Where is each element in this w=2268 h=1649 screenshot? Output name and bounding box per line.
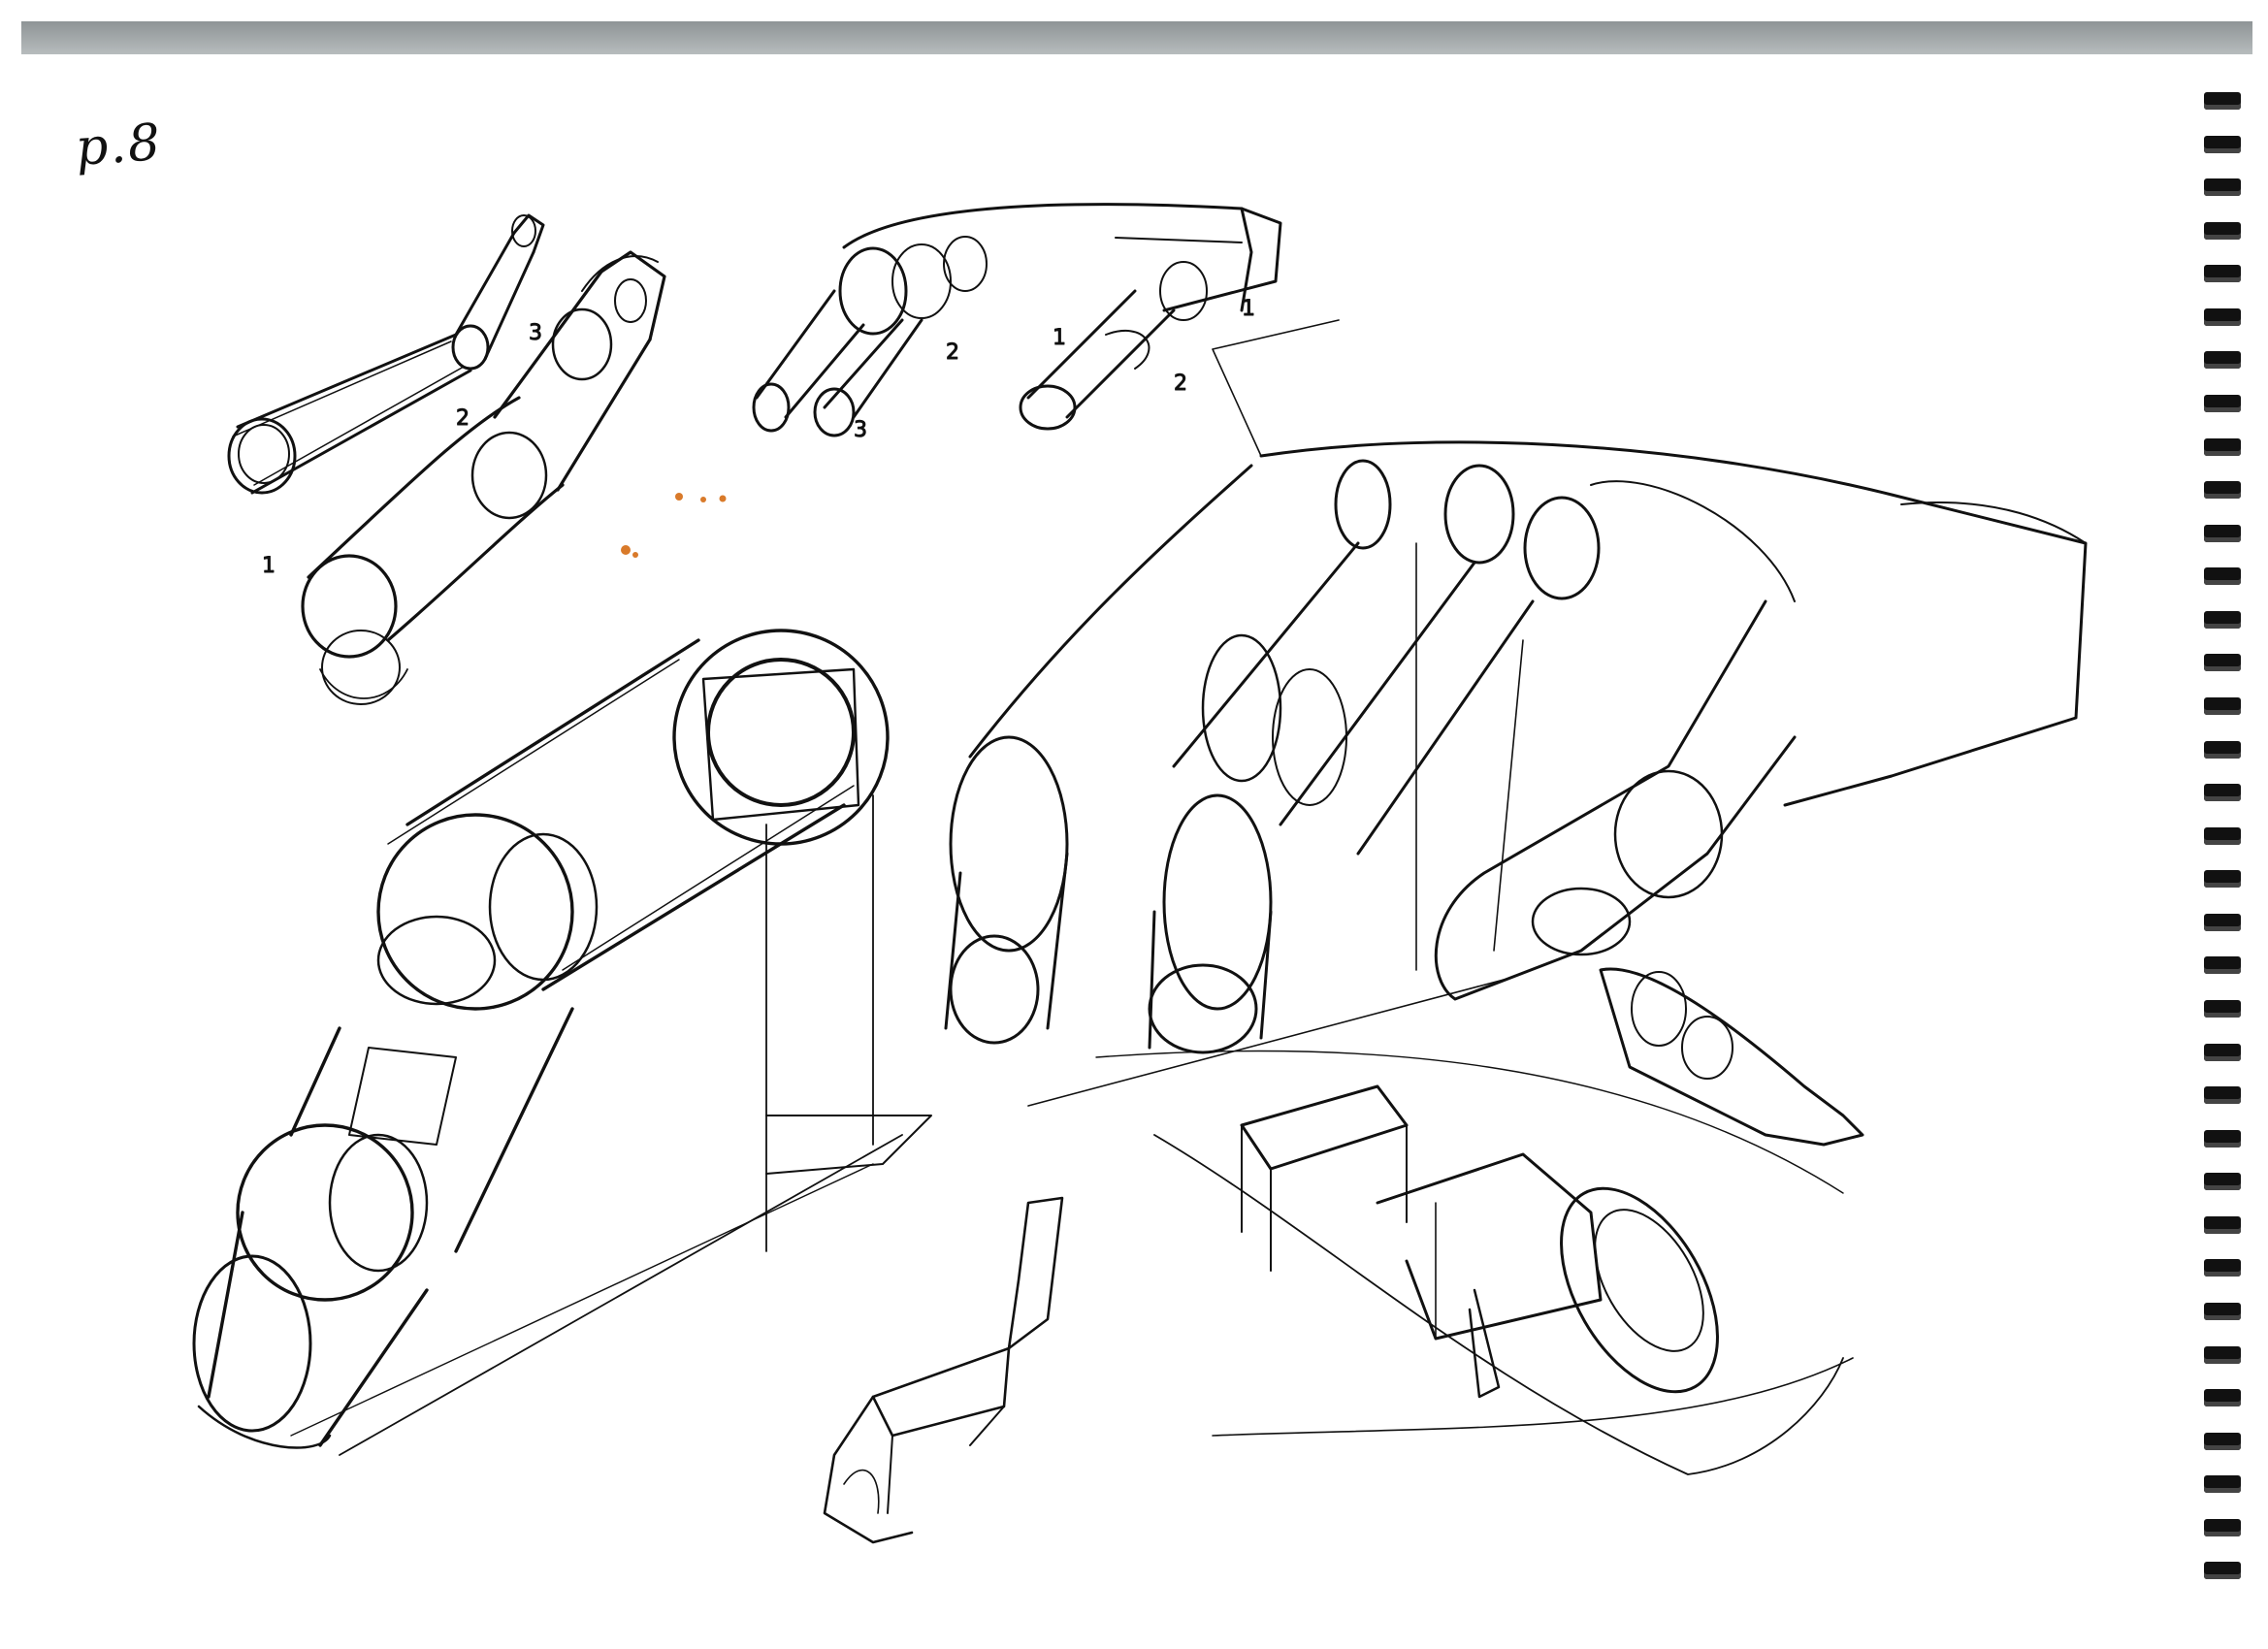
spiral-coil	[2204, 567, 2241, 586]
hand-top-label-3: 3	[854, 418, 867, 442]
spiral-coil	[2204, 654, 2241, 672]
spiral-coil	[2204, 178, 2241, 197]
hand-top-label-2a: 2	[946, 340, 959, 365]
spiral-coil	[2204, 740, 2241, 759]
spiral-coil	[2204, 92, 2241, 110]
sketch-finger-small	[227, 213, 545, 495]
spiral-coil	[2204, 826, 2241, 845]
spiral-coil	[2204, 870, 2241, 889]
spiral-coil	[2204, 395, 2241, 412]
spiral-coil	[2204, 610, 2241, 629]
spiral-coil	[2204, 956, 2241, 975]
spiral-coil	[2204, 1173, 2241, 1191]
spiral-coil	[2204, 697, 2241, 715]
spiral-coil	[2204, 351, 2241, 370]
spiral-coil	[2204, 265, 2241, 283]
spiral-coil	[2204, 135, 2241, 153]
spiral-coil	[2204, 913, 2241, 931]
spiral-coil	[2204, 1562, 2241, 1580]
finger-label-2: 2	[456, 406, 470, 431]
spiral-coil	[2204, 1043, 2241, 1061]
spiral-coil	[2204, 1215, 2241, 1234]
hand-top-label-1a: 1	[1053, 326, 1066, 350]
sketch-finger-large	[192, 629, 932, 1456]
spiral-coil	[2204, 1432, 2241, 1450]
spiral-coil	[2204, 1345, 2241, 1364]
ink-stains	[621, 493, 727, 558]
spiral-coil	[2204, 784, 2241, 802]
spiral-coil	[2204, 1475, 2241, 1494]
sketch-finger-numbered	[301, 250, 666, 705]
spiral-coil	[2204, 1000, 2241, 1018]
spiral-coil	[2204, 1303, 2241, 1320]
sketch-hand-bottom	[1095, 1050, 1844, 1475]
spiral-coil	[2204, 307, 2241, 326]
spiral-coil	[2204, 524, 2241, 542]
finger-label-3: 3	[529, 321, 542, 345]
spiral-coil	[2204, 437, 2241, 456]
spiral-binding-icon	[2204, 92, 2243, 1634]
spiral-coil	[2204, 481, 2241, 500]
scanner-edge-bar	[21, 21, 2252, 54]
spiral-coil	[2204, 1259, 2241, 1277]
sketch-curve-guide	[1212, 1357, 1854, 1437]
sketch-fist	[823, 1196, 1064, 1544]
hand-top-label-2b: 2	[1174, 372, 1187, 396]
spiral-coil	[2204, 1086, 2241, 1105]
hand-top-label-1b: 1	[1242, 297, 1255, 321]
sketch-hand-large	[944, 319, 2088, 1147]
spiral-coil	[2204, 1389, 2241, 1407]
finger-label-1: 1	[262, 554, 275, 578]
spiral-coil	[2204, 1129, 2241, 1148]
spiral-coil	[2204, 221, 2241, 240]
spiral-coil	[2204, 1518, 2241, 1536]
sketch-hand-small	[752, 203, 1282, 437]
